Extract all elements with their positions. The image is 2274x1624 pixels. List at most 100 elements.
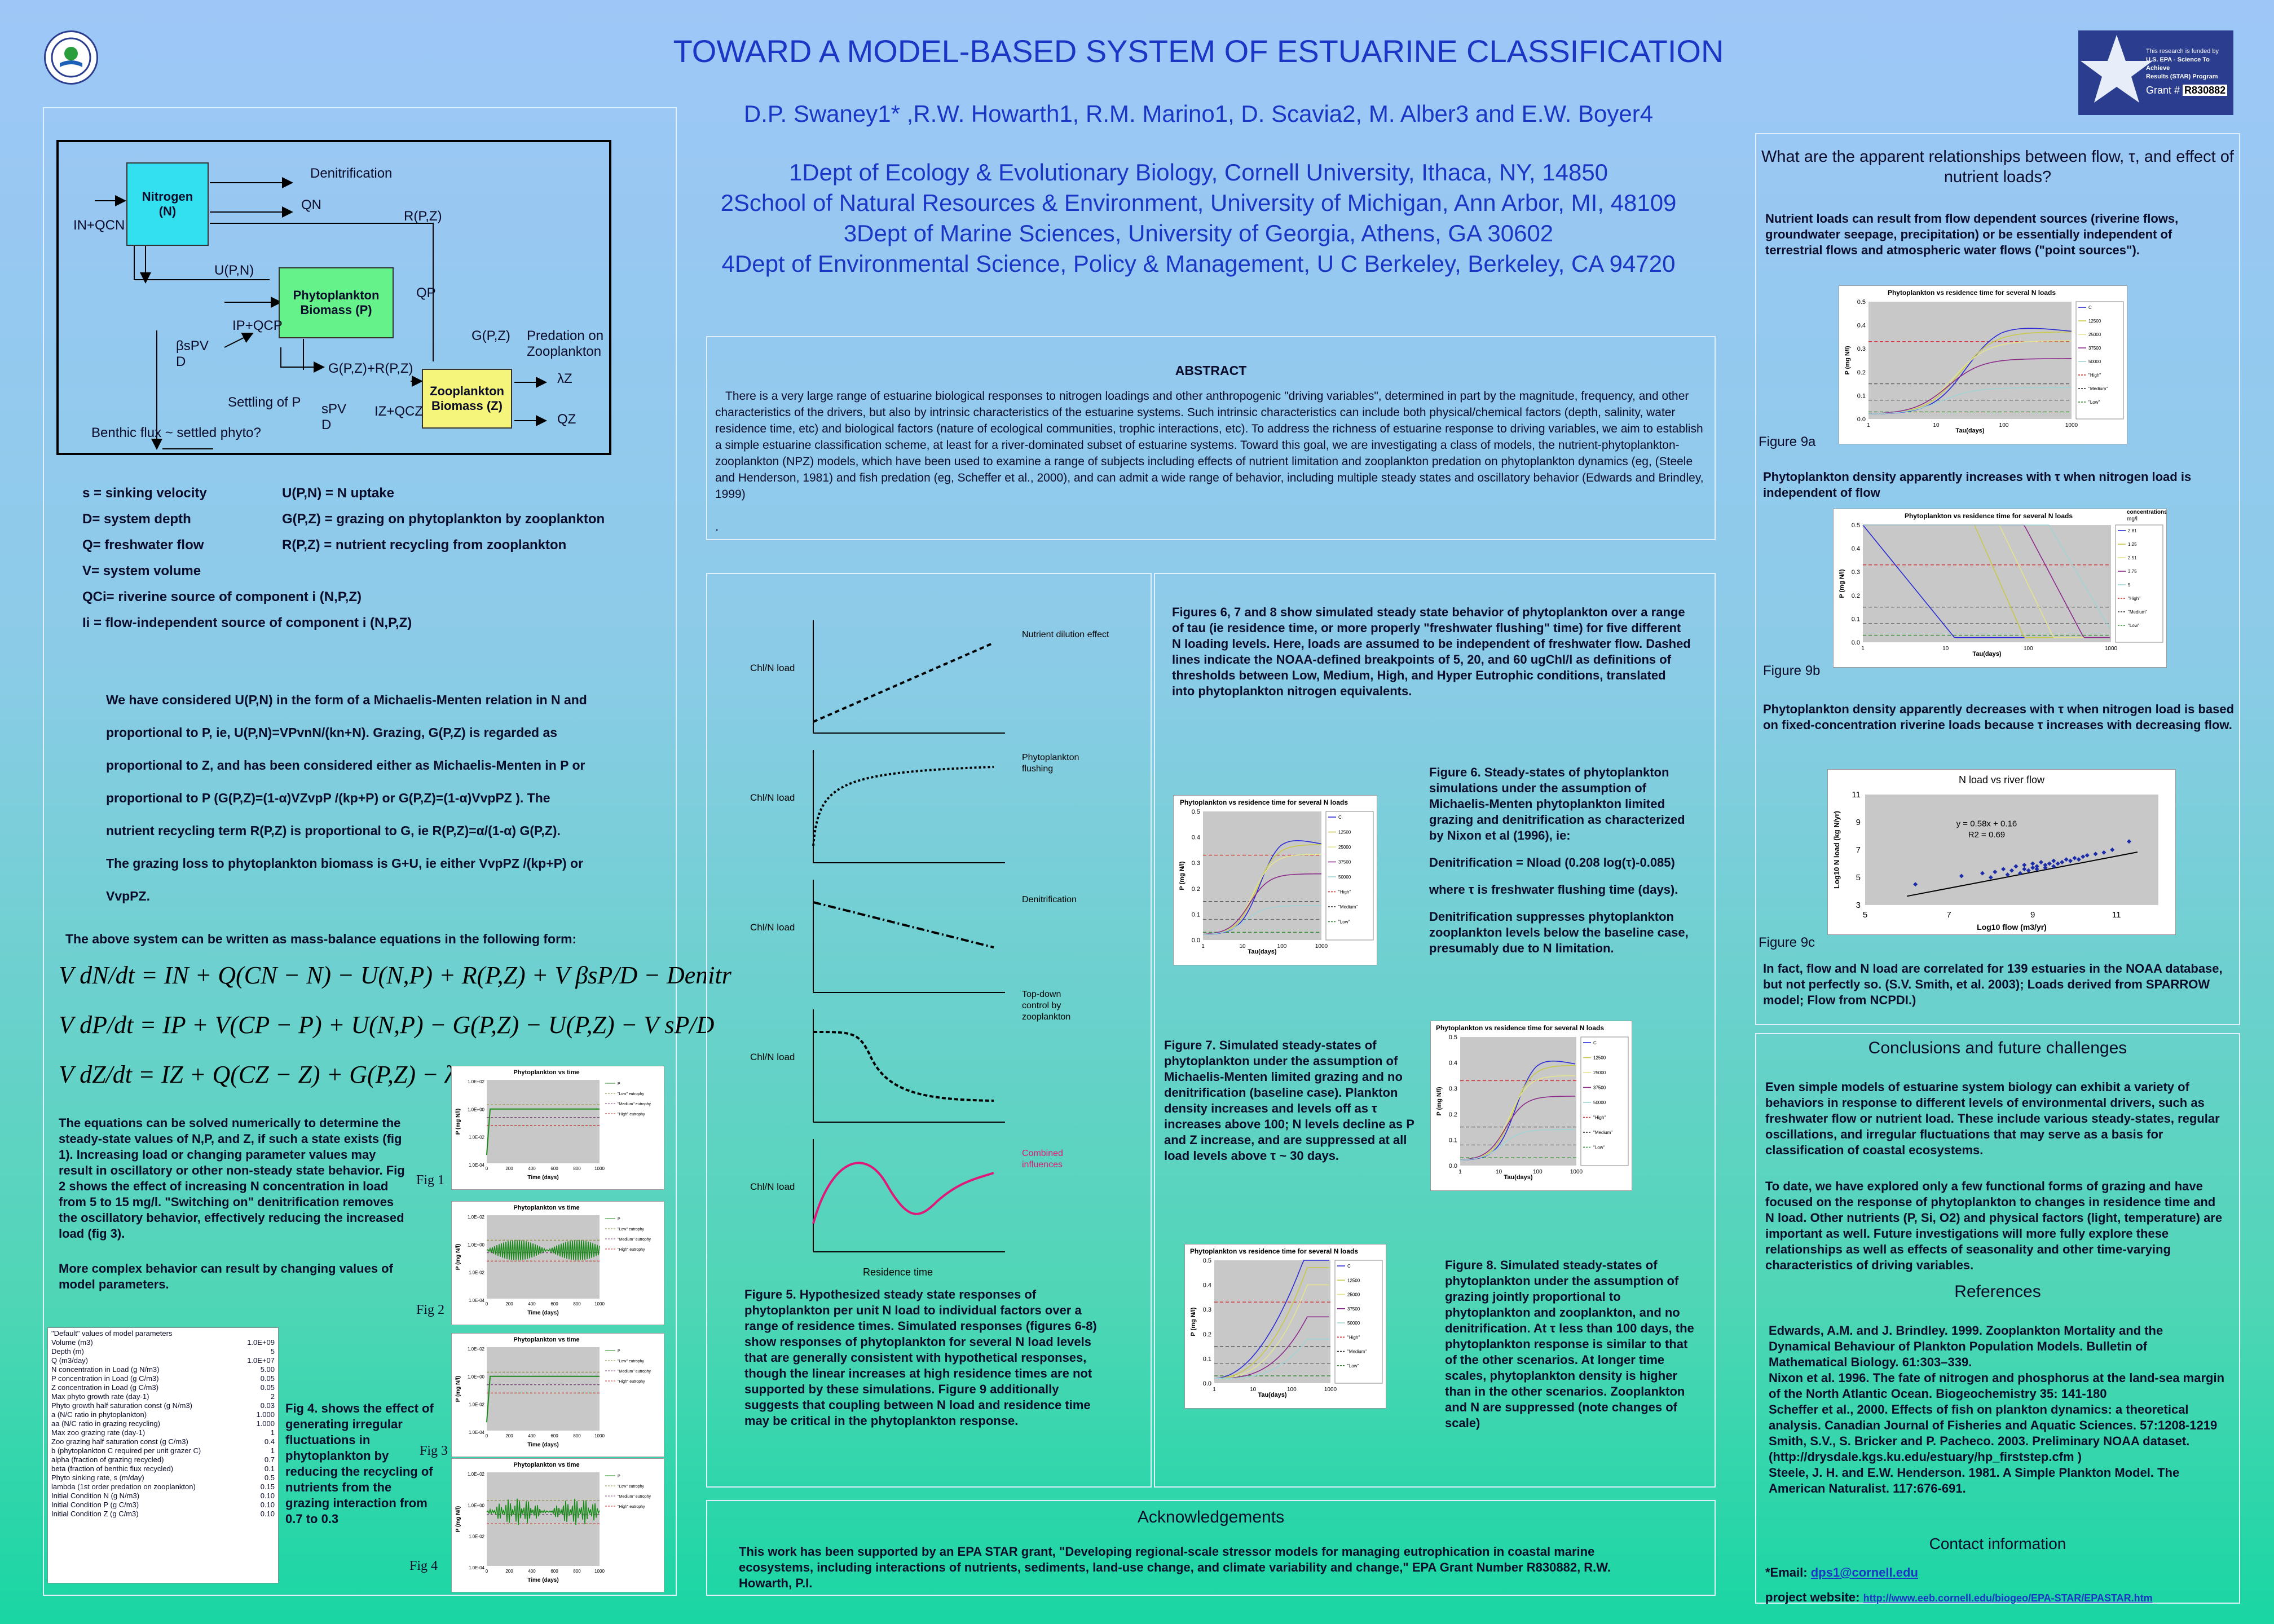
y-tick-label: 0.2 [1857, 369, 1866, 376]
x-tick-label: 200 [505, 1569, 513, 1574]
fig6-caption: Figure 6. Steady-states of phytoplankton… [1429, 765, 1694, 956]
fig5-y-label: Chl/N load [750, 1052, 795, 1062]
fig8-caption: Figure 8. Simulated steady-states of phy… [1445, 1258, 1694, 1430]
x-tick-label: 5 [1863, 910, 1867, 920]
y-tick-label: 0.3 [1449, 1085, 1457, 1092]
plot-area [487, 1080, 600, 1163]
scatter-title: N load vs river flow [1959, 774, 2045, 785]
left-panel [43, 107, 677, 1596]
parameter-row: aa (N/C ratio in grazing recycling)1.000 [48, 1419, 278, 1428]
y-tick-label: 1.0E+00 [468, 1503, 485, 1508]
parameter-value: 0.10 [260, 1510, 275, 1518]
tau-chart: Phytoplankton vs residence time for seve… [1173, 795, 1377, 965]
abstract-body: There is a very large range of estuarine… [715, 390, 1704, 501]
def-v: V= system volume [82, 563, 201, 579]
fig5-subplot [813, 620, 1005, 734]
parameter-value: 2 [270, 1392, 275, 1401]
relationships-panel [1755, 133, 2240, 1025]
series-line [1202, 905, 1322, 935]
website-link[interactable]: http://www.eeb.cornell.edu/biogeo/EPA-ST… [1863, 1592, 2153, 1604]
contact-email: *Email: dps1@cornell.edu [1765, 1564, 1918, 1581]
data-point [2022, 862, 2027, 867]
y-tick-label: 0.2 [1449, 1111, 1457, 1118]
affiliation-2: 2School of Natural Resources & Environme… [720, 189, 1677, 216]
data-point [1913, 882, 1918, 887]
fig5-panel-label: Nutrient dilution effect [1022, 630, 1109, 639]
y-axis-label: P (mg N/l) [1179, 861, 1186, 890]
fig5-subplot [813, 1009, 1005, 1123]
legend-label: C [1338, 815, 1342, 820]
fig5-panel [706, 573, 1152, 1488]
legend-label: 50000 [1593, 1100, 1606, 1105]
legend-label: "Medium" [2088, 386, 2108, 391]
legend-label: "Low" eutrophy [618, 1360, 644, 1363]
data-point [2017, 871, 2022, 876]
plot-area [1214, 1260, 1330, 1383]
tau-chart: Phytoplankton vs residence time for seve… [1833, 509, 2167, 668]
parameter-name: P concentration in Load (g C/m3) [51, 1374, 159, 1383]
parameter-row: Q (m3/day)1.0E+07 [48, 1356, 278, 1365]
data-point [2034, 864, 2039, 869]
ip-qcp-label: IP+QCP [232, 318, 283, 333]
fig9a-label: Figure 9a [1759, 434, 1816, 449]
time-chart-label: Fig 3 [420, 1444, 448, 1458]
abstract-panel: ABSTRACT There is a very large range of … [706, 336, 1716, 540]
parameter-value: 5.00 [260, 1365, 275, 1374]
fig5-subplot [812, 750, 1005, 863]
x-tick-label: 10 [1239, 943, 1246, 950]
data-point [2072, 855, 2077, 860]
x-tick-label: 800 [573, 1569, 581, 1574]
parameter-row: Depth (m)5 [48, 1347, 278, 1356]
conclusions-para-1: Even simple models of estuarine system b… [1765, 1080, 2220, 1157]
y-tick-label: 1.0E-04 [469, 1163, 485, 1168]
chart-title: Phytoplankton vs residence time for seve… [1180, 798, 1348, 806]
parameter-value: 0.05 [260, 1383, 275, 1392]
website-label: project website: [1765, 1590, 1860, 1604]
data-point [1980, 871, 1985, 876]
parameter-value: 5 [270, 1347, 275, 1356]
time-chart-label: Fig 1 [416, 1173, 445, 1188]
fig5-panel-label: Top-down [1022, 990, 1061, 999]
legend-label: "High" eutrophy [618, 1505, 645, 1509]
data-point [2009, 868, 2014, 873]
equation-n: V dN/dt = IN + Q(CN − N) − U(N,P) + R(P,… [59, 961, 731, 989]
fig5-panel-label: zooplankton [1022, 1012, 1070, 1022]
y-tick-label: 0.5 [1449, 1034, 1457, 1041]
tau-chart-svg: Phytoplankton vs residence time for seve… [1844, 289, 2124, 434]
phytoplankton-box: Phytoplankton Biomass (P) [279, 267, 394, 338]
legend-label: "Low" [2088, 400, 2100, 405]
parameter-value: 0.10 [260, 1491, 275, 1500]
parameter-value: 0.5 [264, 1473, 275, 1482]
email-link[interactable]: dps1@cornell.edu [1810, 1565, 1918, 1579]
series-line [1460, 1129, 1576, 1160]
reference-item: Smith, S.V., S. Bricker and P. Pacheco. … [1769, 1434, 2190, 1464]
nitrogen-box: Nitrogen (N) [126, 162, 209, 246]
x-tick-label: 1 [1213, 1387, 1216, 1393]
legend-label: C [1347, 1264, 1351, 1269]
y-axis-label: P (mg N/l) [1190, 1307, 1197, 1336]
model-description: We have considered U(P,N) in the form of… [106, 683, 614, 912]
desc-line: nutrient recycling term R(P,Z) is propor… [106, 823, 561, 838]
parameter-name: Q (m3/day) [51, 1356, 89, 1365]
x-axis-label: Tau(days) [1955, 427, 1984, 434]
y-tick-label: 0.0 [1203, 1380, 1211, 1387]
def-q: Q= freshwater flow [82, 537, 204, 553]
parameter-value: 0.05 [260, 1374, 275, 1383]
x-tick-label: 600 [550, 1166, 558, 1171]
data-point [2043, 862, 2048, 867]
diagram-arrows [56, 140, 611, 455]
x-tick-label: 0 [486, 1433, 488, 1438]
data-point [2076, 857, 2081, 862]
plot-area [487, 1472, 600, 1566]
x-axis-label: Log10 flow (m3/yr) [1977, 923, 2047, 932]
x-tick-label: 1000 [594, 1166, 605, 1171]
tau-chart: Phytoplankton vs residence time for seve… [1184, 1244, 1386, 1409]
y-tick-label: 0.1 [1192, 911, 1200, 918]
x-tick-label: 1000 [2105, 646, 2118, 652]
data-point [1959, 873, 1964, 879]
fig9a-text: Phytoplankton density apparently increas… [1763, 470, 2192, 500]
data-point [2101, 850, 2106, 855]
y-axis-label: Log10 N load (kg N/yr) [1832, 811, 1841, 889]
x-tick-label: 600 [550, 1301, 558, 1307]
